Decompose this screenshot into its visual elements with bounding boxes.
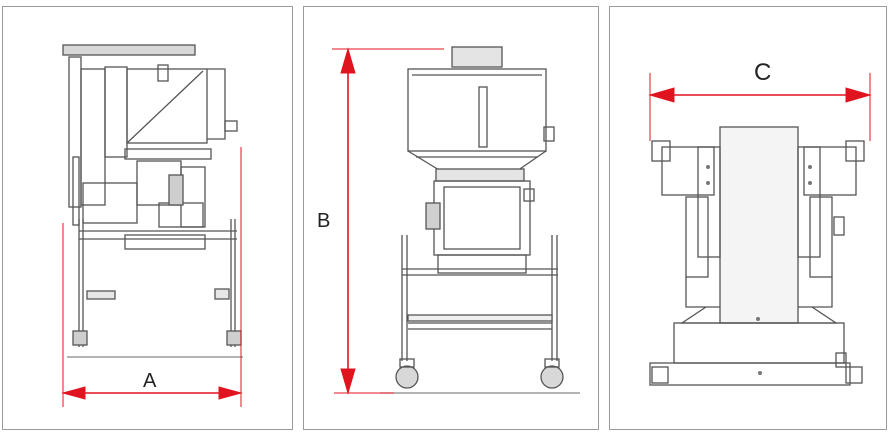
dimension-label-c: C	[754, 59, 772, 86]
front-view-drawing	[332, 46, 580, 395]
dimension-label-a: A	[143, 370, 157, 392]
dimension-label-b: B	[317, 210, 331, 232]
top-view-panel: C	[609, 6, 887, 430]
top-view-drawing	[648, 73, 872, 386]
side-view-drawing	[61, 44, 243, 407]
side-view-panel: A	[2, 6, 293, 430]
front-view-panel: B	[303, 6, 599, 430]
